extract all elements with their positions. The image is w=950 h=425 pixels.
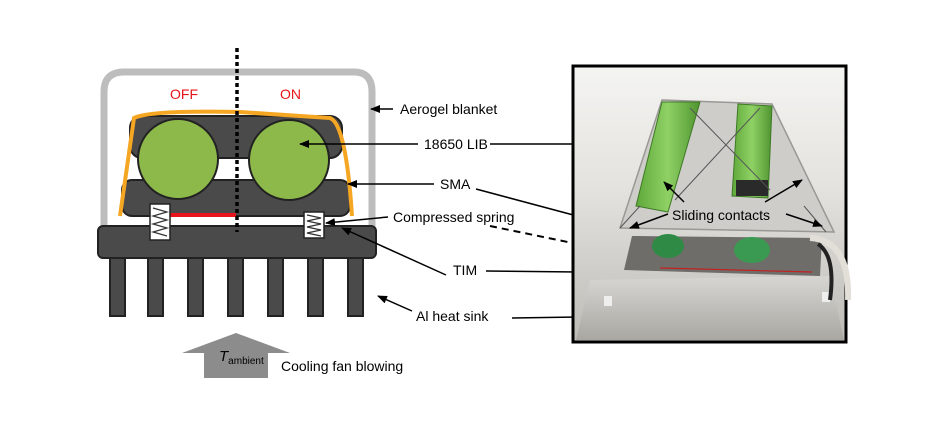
lib-label: 18650 LIB bbox=[424, 136, 488, 152]
fan-label: Cooling fan blowing bbox=[281, 358, 403, 374]
battery-cell-off bbox=[137, 118, 219, 200]
battery-cell-on bbox=[248, 119, 330, 201]
heat-sink-fins bbox=[109, 257, 364, 317]
sliding-arrow-1 bbox=[663, 181, 685, 203]
tim-left bbox=[168, 213, 236, 217]
spring-label: Compressed spring bbox=[393, 209, 514, 225]
photo-cable-white bbox=[809, 235, 852, 301]
sma-wire bbox=[118, 109, 354, 217]
schematic-diagram: OFF ON Tambient Aerogel blanket 18650 LI… bbox=[97, 48, 676, 378]
sliding-arrow-3 bbox=[629, 213, 669, 229]
aerogel-label: Aerogel blanket bbox=[400, 101, 497, 117]
ambient-arrow: Tambient bbox=[182, 333, 290, 378]
spring-arrow-left bbox=[325, 216, 389, 227]
sma-label: SMA bbox=[440, 176, 471, 192]
photo-heat-sink bbox=[576, 276, 844, 340]
tim-label: TIM bbox=[453, 262, 477, 278]
sliding-arrow-2 bbox=[764, 179, 803, 203]
ambient-subscript: ambient bbox=[228, 356, 264, 367]
sliding-contacts-label: Sliding contacts bbox=[672, 207, 770, 223]
tim-arrow-left bbox=[341, 227, 447, 276]
photo-cable-black bbox=[816, 242, 834, 301]
device-photo: Sliding contacts bbox=[571, 64, 852, 344]
aerogel-blanket bbox=[100, 68, 376, 228]
svg-text:Tambient: Tambient bbox=[219, 348, 264, 367]
heatsink-arrow-left bbox=[377, 295, 413, 312]
ambient-symbol: T bbox=[219, 348, 230, 365]
spring-right bbox=[303, 211, 325, 239]
heatsink-label: Al heat sink bbox=[416, 308, 489, 324]
off-label: OFF bbox=[170, 86, 198, 102]
spring-left bbox=[149, 203, 171, 241]
on-label: ON bbox=[280, 86, 301, 102]
photo-cell-left bbox=[635, 101, 701, 213]
sliding-arrow-4 bbox=[785, 213, 823, 227]
photo-tim bbox=[659, 267, 813, 273]
